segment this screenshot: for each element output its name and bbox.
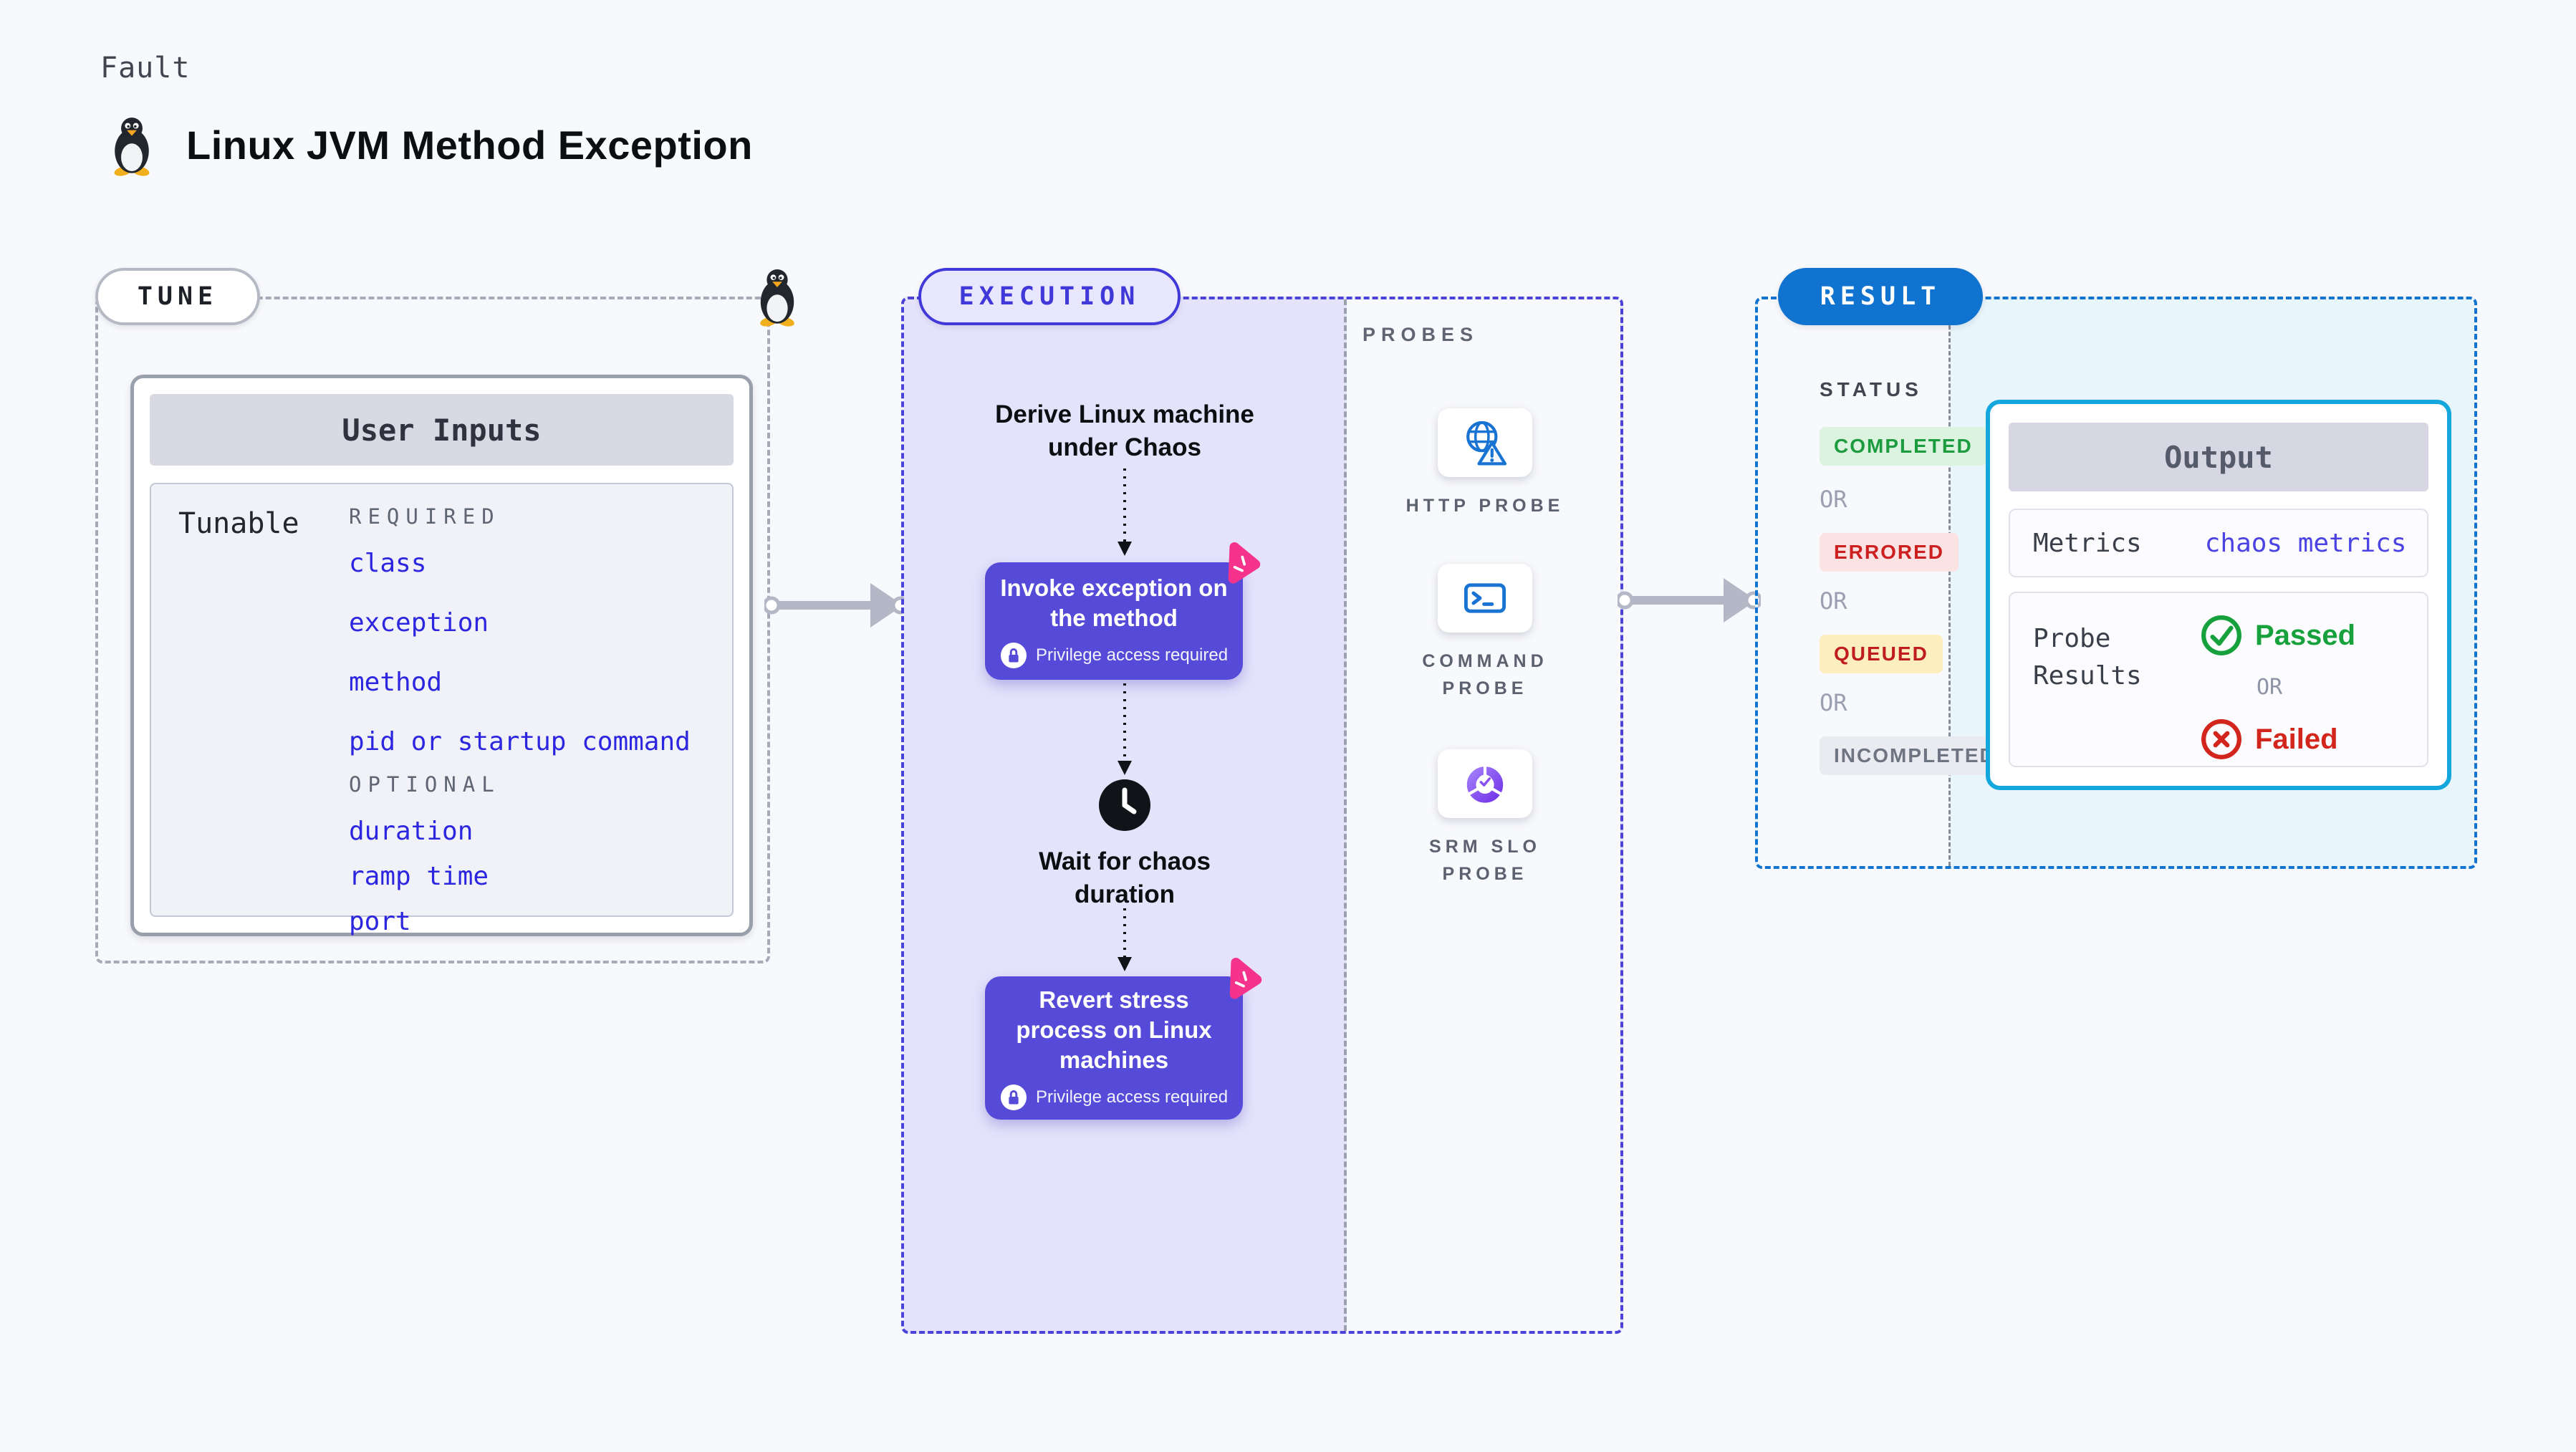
execution-to-result-connector [1618, 568, 1761, 633]
metrics-label: Metrics [2033, 528, 2142, 558]
probe-results-label: Probe Results [2033, 624, 2142, 691]
lock-icon [1000, 642, 1027, 669]
privilege-note: Privilege access required [1035, 645, 1229, 665]
metrics-row: Metrics chaos metrics [2009, 509, 2428, 577]
terminal-icon [1457, 573, 1513, 623]
execution-badge: EXECUTION [918, 268, 1181, 325]
command-probe-label: COMMAND PROBE [1422, 651, 1548, 698]
invoke-exception-step: Invoke exception on the method Privilege… [985, 562, 1243, 680]
http-probe-card [1438, 408, 1532, 477]
flow-arrow-1 [1114, 467, 1135, 557]
or-separator: OR [1820, 587, 1847, 615]
tunables-table: Tunable REQUIRED class exception method … [150, 483, 734, 936]
result-divider [1948, 299, 1951, 866]
page-title-row: Linux JVM Method Exception [100, 113, 753, 176]
status-completed-badge: COMPLETED [1820, 427, 1987, 466]
revert-stress-label: Revert stress process on Linux machines [1016, 986, 1212, 1074]
globe-alert-icon [1457, 418, 1513, 468]
user-inputs-title: User Inputs [150, 394, 734, 466]
wait-step-label: Wait for chaos duration [1039, 847, 1211, 908]
param-port: port [349, 907, 411, 936]
privilege-note: Privilege access required [1035, 1087, 1229, 1107]
srm-slo-probe-card [1438, 749, 1532, 818]
execution-probes-divider [1344, 299, 1347, 1331]
result-badge: RESULT [1778, 268, 1983, 325]
tunable-row-label: Tunable [178, 507, 299, 540]
user-inputs-card: User Inputs Tunable REQUIRED class excep… [130, 375, 753, 936]
or-separator: OR [2257, 675, 2283, 700]
param-ramp-time: ramp time [349, 862, 489, 891]
param-class: class [349, 549, 427, 578]
optional-group-label: OPTIONAL [349, 772, 501, 797]
tune-to-execution-connector [764, 573, 908, 638]
status-incompleted-badge: INCOMPLETED [1820, 736, 2010, 775]
http-probe-label: HTTP PROBE [1405, 496, 1565, 516]
status-queued-badge: QUEUED [1820, 635, 1943, 673]
slo-donut-check-icon [1457, 759, 1513, 809]
required-group-label: REQUIRED [349, 504, 501, 529]
output-card: Output Metrics chaos metrics Probe Resul… [1986, 400, 2451, 790]
failed-label: Failed [2255, 723, 2338, 755]
chaos-fault-icon [1218, 542, 1262, 586]
x-circle-icon [2201, 718, 2242, 760]
param-duration: duration [349, 817, 474, 846]
tune-panel [95, 297, 770, 963]
probes-panel-label: PROBES [1363, 324, 1479, 345]
srm-slo-probe-label: SRM SLO PROBE [1429, 837, 1541, 884]
metrics-value: chaos metrics [2204, 528, 2407, 558]
or-separator: OR [1820, 486, 1847, 513]
status-errored-badge: ERRORED [1820, 533, 1959, 572]
param-pid-or-startup-command: pid or startup command [349, 727, 691, 756]
linux-penguin-corner-icon [746, 265, 808, 327]
fault-eyebrow: Fault [100, 52, 191, 85]
param-method: method [349, 668, 443, 697]
revert-stress-step: Revert stress process on Linux machines … [985, 976, 1243, 1120]
status-heading: STATUS [1820, 378, 1923, 400]
passed-label: Passed [2255, 619, 2356, 651]
chaos-fault-icon [1219, 957, 1264, 1001]
command-probe-card [1438, 564, 1532, 633]
flow-arrow-3 [1114, 907, 1135, 973]
flow-arrow-2 [1114, 682, 1135, 777]
output-title: Output [2009, 423, 2428, 491]
linux-penguin-icon [100, 113, 163, 176]
tune-badge: TUNE [95, 268, 260, 325]
or-separator: OR [1820, 689, 1847, 716]
derive-step-label: Derive Linux machine under Chaos [995, 400, 1254, 461]
invoke-exception-label: Invoke exception on the method [1000, 574, 1228, 631]
lock-icon [1000, 1084, 1027, 1111]
page-title: Linux JVM Method Exception [186, 122, 753, 168]
param-exception: exception [349, 608, 489, 638]
clock-icon [1097, 778, 1152, 832]
probe-results-row: Probe Results Passed OR [2009, 592, 2428, 767]
check-circle-icon [2201, 615, 2242, 656]
